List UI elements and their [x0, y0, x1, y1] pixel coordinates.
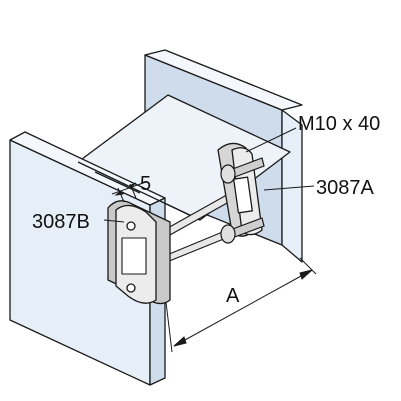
lower-bolt-head — [220, 224, 236, 244]
back-flange-face — [281, 109, 303, 263]
clamp-b-label: 3087B — [32, 211, 90, 233]
back-flange-top — [144, 49, 303, 111]
web-edge — [77, 161, 201, 221]
bolt-label: M10 x 40 — [298, 113, 380, 135]
distance-arrow-1 — [173, 336, 187, 347]
clamp-3087b — [107, 200, 171, 305]
gap-dim-line — [111, 181, 147, 195]
clamp-3087b-hole-bottom — [126, 283, 136, 293]
distance-dimension — [165, 257, 317, 353]
distance-label: A — [226, 285, 240, 307]
clamp-a-label: 3087A — [316, 177, 374, 199]
gap-ext-1 — [117, 187, 125, 203]
bolts — [220, 157, 265, 244]
lower-bolt — [220, 217, 265, 244]
gap-arrow-2 — [127, 182, 137, 188]
upper-bolt-head — [220, 164, 236, 184]
distance-ext-2 — [299, 257, 317, 275]
leaders — [103, 127, 315, 223]
clamp-3087b-hole-top — [126, 221, 136, 231]
gap-arrow-1 — [114, 190, 124, 196]
upper-bolt — [220, 157, 265, 184]
gap-dimension — [111, 181, 147, 203]
clamp-3087b-slot — [121, 237, 147, 275]
distance-arrow-2 — [299, 269, 313, 280]
clamp-3087a-slot — [233, 176, 253, 214]
distance-dim-line — [173, 269, 313, 347]
gap-label: 5 — [140, 173, 151, 195]
clamp-a-leader — [263, 185, 315, 191]
bolt-leader — [245, 127, 297, 153]
distance-ext-1 — [165, 301, 173, 353]
clamp-b-leader — [103, 219, 125, 223]
